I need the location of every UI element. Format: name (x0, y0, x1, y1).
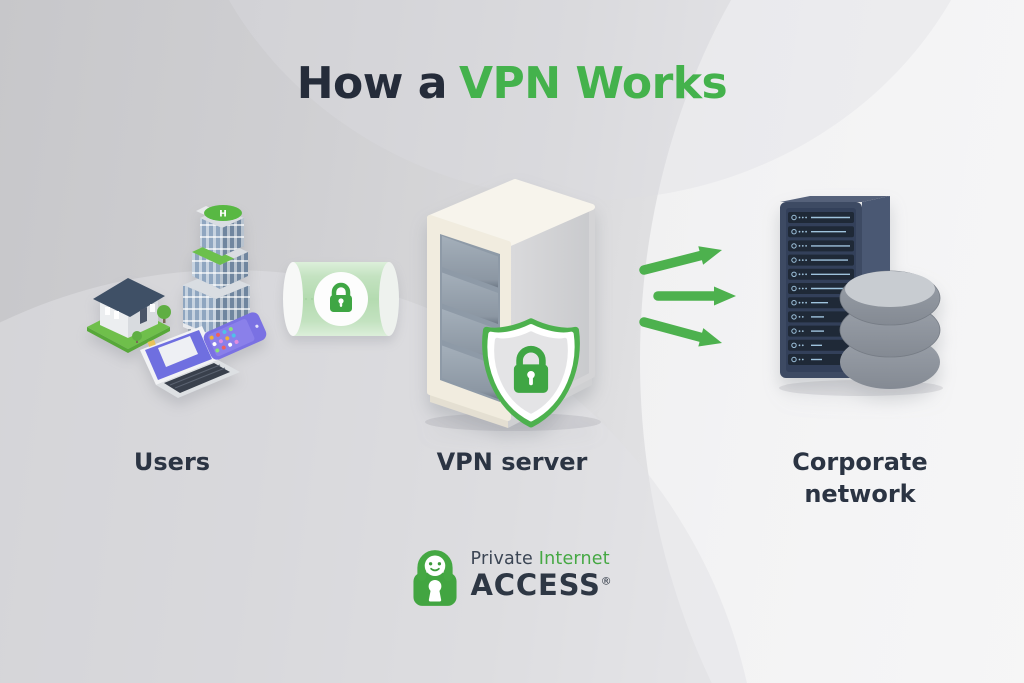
pia-mascot-lock-icon (413, 550, 457, 606)
laptop-icon (140, 326, 240, 398)
arrow-right-icon (639, 246, 736, 347)
brand-logo: Private Internet ACCESS® (0, 544, 1024, 611)
helipad-letter: H (219, 210, 227, 220)
vpn-server-label: VPN server (436, 448, 588, 476)
padlock-icon (513, 345, 549, 393)
tree-icon (157, 305, 171, 319)
helipad-icon (204, 205, 242, 221)
brand-word-access: ACCESS (470, 568, 601, 602)
brand-word-internet: Internet (538, 549, 610, 569)
smartphone-icon (203, 312, 267, 360)
brand-wordmark: Private Internet ACCESS® (471, 544, 613, 602)
server-rack-database-illustration (779, 196, 943, 396)
registered-mark: ® (600, 574, 613, 588)
tree-icon (132, 331, 142, 341)
server-tower-illustration (425, 179, 601, 431)
users-label: Users (133, 448, 211, 476)
padlock-icon (330, 282, 352, 312)
vpn-tunnel-icon (283, 262, 399, 336)
corporate-network-label: Corporate network (792, 448, 928, 508)
title-prefix: How a (296, 58, 448, 109)
office-building-icon: H (183, 205, 250, 352)
database-icon (839, 270, 941, 389)
shield-lock-icon (482, 318, 580, 428)
title-highlight: VPN Works (458, 58, 728, 109)
server-rack-icon (780, 196, 890, 378)
page-title: How a VPN Works (0, 58, 1024, 109)
users-devices-illustration: H (87, 205, 267, 398)
house-icon (87, 278, 171, 353)
brand-word-private: Private (470, 549, 533, 569)
